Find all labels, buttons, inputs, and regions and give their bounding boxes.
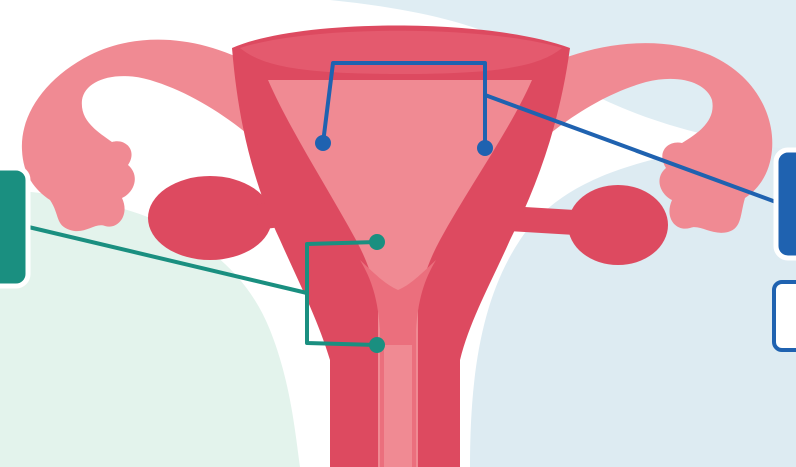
right-ovary xyxy=(568,185,668,265)
left-ovary xyxy=(148,176,272,260)
left-teal-label-box xyxy=(0,168,28,286)
bracket-point-left xyxy=(315,135,331,151)
bracket-point-bottom xyxy=(369,337,385,353)
right-white-label-box xyxy=(774,282,796,350)
bracket-point-top xyxy=(369,234,385,250)
vaginal-canal xyxy=(384,345,412,467)
right-blue-label-box xyxy=(776,150,796,258)
bracket-point-right xyxy=(477,140,493,156)
